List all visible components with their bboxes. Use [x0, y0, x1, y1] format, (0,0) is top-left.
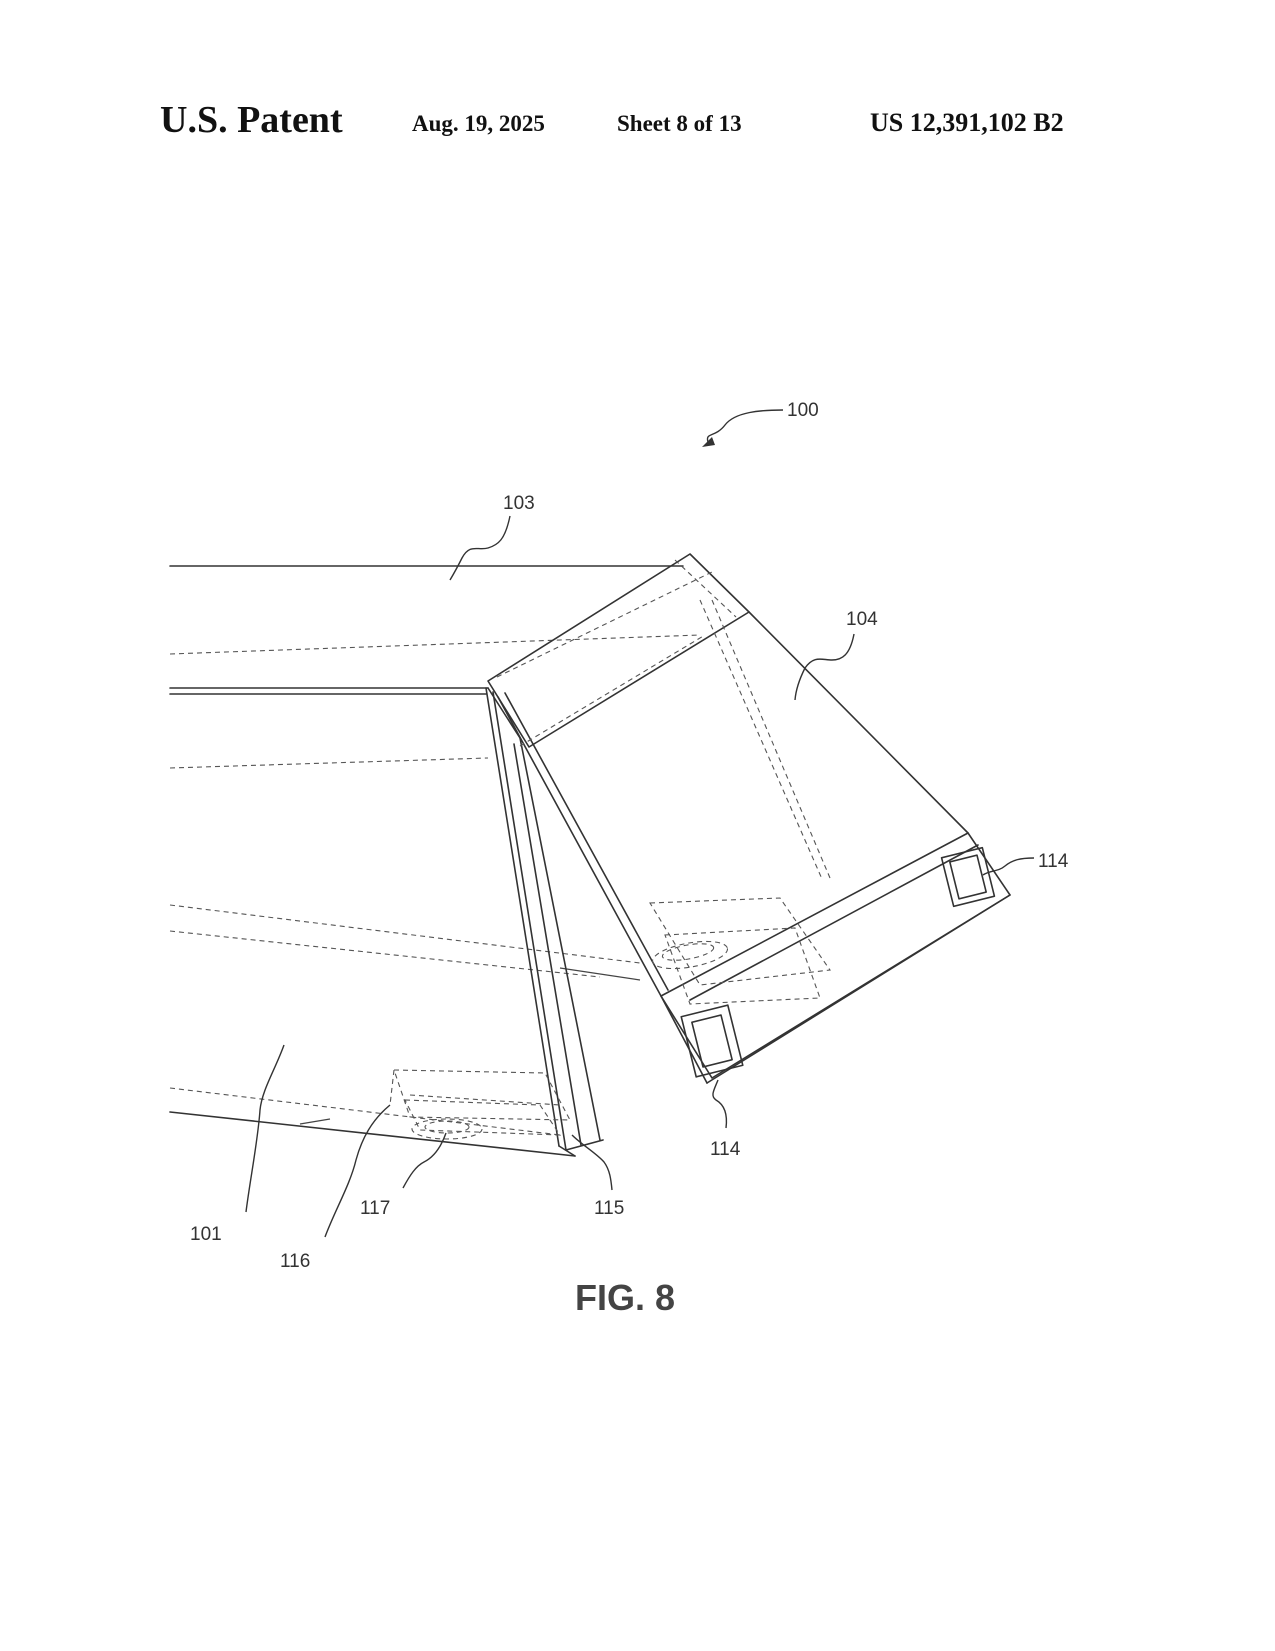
ref-116: 116 — [280, 1251, 310, 1272]
ref-117: 117 — [360, 1198, 390, 1219]
leader-lines — [245, 409, 1035, 1238]
ref-104: 104 — [846, 609, 878, 630]
sheet-number: Sheet 8 of 13 — [617, 111, 742, 136]
ref-101: 101 — [190, 1224, 222, 1245]
ref-114-bottom: 114 — [710, 1139, 741, 1160]
figure-label: FIG. 8 — [575, 1277, 675, 1318]
panel-101 — [169, 757, 641, 1157]
hidden-box-104 — [649, 897, 831, 1005]
hidden-box-101 — [389, 1069, 571, 1140]
patent-number: US 12,391,102 B2 — [870, 108, 1064, 137]
panel-104 — [487, 553, 969, 997]
hinge-strip — [485, 687, 604, 1157]
panel-103 — [169, 565, 701, 695]
ref-115: 115 — [594, 1198, 624, 1219]
patent-date: Aug. 19, 2025 — [412, 111, 545, 136]
ref-114-right: 114 — [1038, 851, 1069, 872]
ref-103: 103 — [503, 493, 535, 514]
patent-header-title: U.S. Patent — [160, 99, 343, 141]
panel-104-bottom-bar — [660, 832, 1011, 1084]
ref-100: 100 — [787, 400, 819, 421]
